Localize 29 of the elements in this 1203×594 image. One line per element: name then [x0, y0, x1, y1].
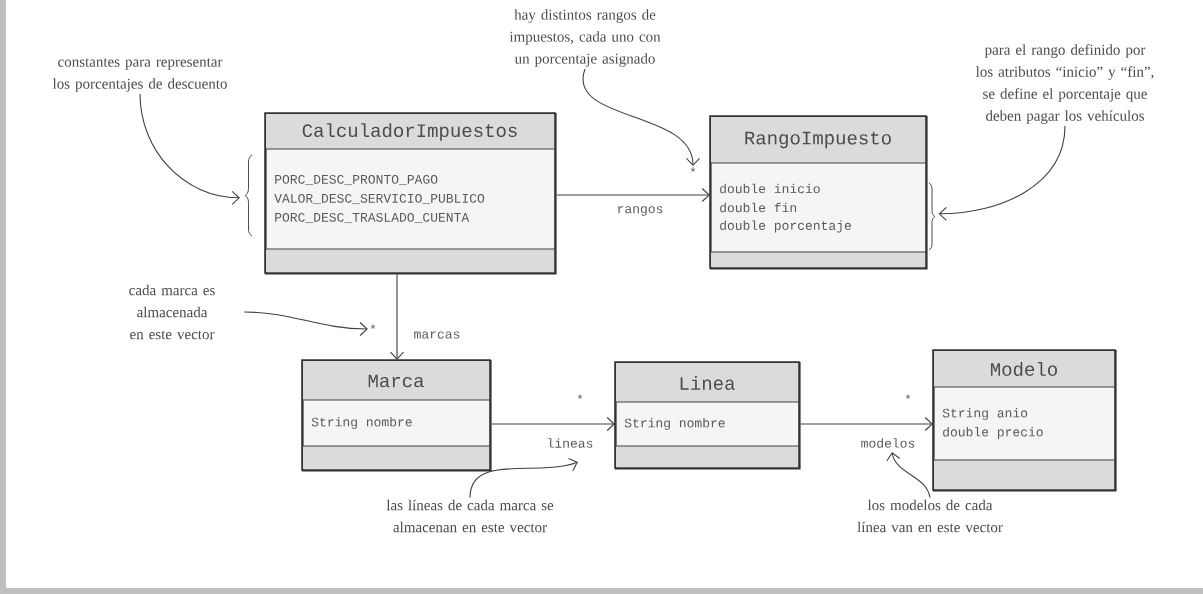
class-box: Linea String nombre — [614, 361, 801, 470]
callout-note: constantes para representar los porcentajes de descuento — [52, 58, 227, 92]
callout-note: hay distintos rangos de impuestos, cada uno con un porcentaje asignado — [509, 9, 661, 67]
callout-note: cada marca es almacenada en este vector — [129, 284, 215, 340]
association-arrow — [389, 274, 405, 360]
class-box: Modelo String anio double precio — [932, 349, 1117, 492]
leader-line — [886, 452, 931, 499]
class-box: RangoImpuesto double inicio double fin double porcentaje — [709, 115, 928, 270]
edge-label: lineas — [545, 437, 595, 449]
association-arrow — [800, 416, 933, 432]
multiplicity-label: * — [690, 167, 696, 172]
leader-line — [469, 458, 578, 499]
callout-note: las líneas de cada marca se almacenan en este vector — [386, 499, 554, 533]
leader-line — [243, 311, 368, 337]
leader-line — [582, 68, 701, 167]
multiplicity-label: * — [370, 324, 376, 329]
association-arrow — [556, 187, 710, 203]
class-box: CalculadorImpuestos PORC_DESC_PRONTO_PAGO VALOR_DESC_SERVICIO_PUBLICO PORC_DESC_TRASLADO_CUENTA — [264, 112, 557, 275]
association-arrow — [491, 416, 615, 432]
callout-note: para el rango definido por los atributos “inicio” y “fin”, se define el porcentaje que deben pagar los vehículos — [975, 44, 1154, 124]
leader-line — [139, 93, 240, 205]
edge-label: marcas — [412, 330, 462, 340]
edge-label: modelos — [859, 437, 917, 449]
class-box: Marca String nombre — [301, 359, 492, 472]
multiplicity-label: * — [577, 394, 583, 399]
leader-line — [938, 125, 1066, 221]
callout-note: los modelos de cada línea van en este vector — [857, 499, 1003, 533]
edge-label: rangos — [615, 205, 665, 217]
multiplicity-label: * — [905, 394, 911, 399]
